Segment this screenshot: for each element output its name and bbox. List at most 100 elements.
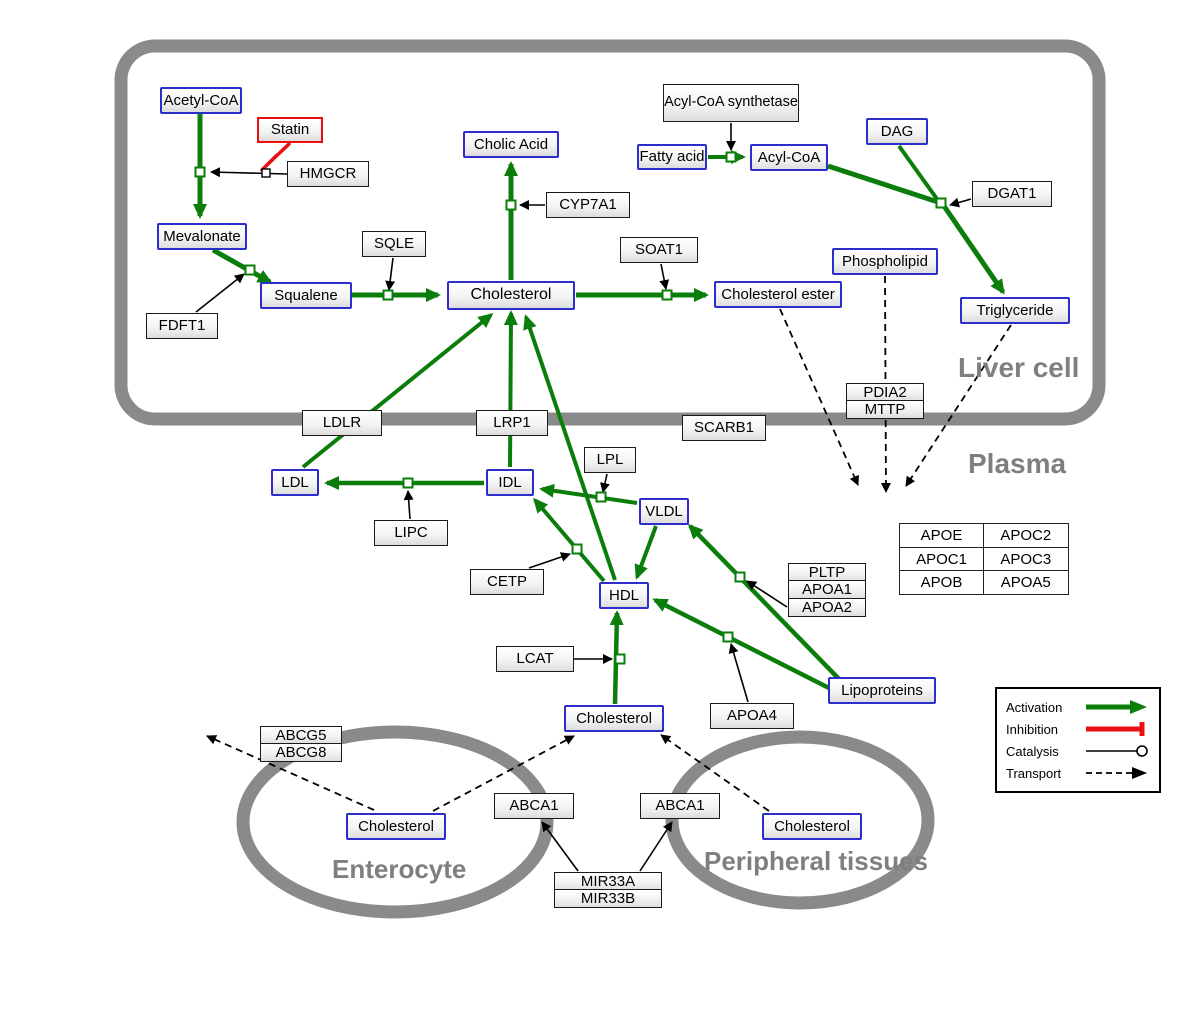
edge-hdl-idl <box>533 497 606 583</box>
node-fatty-acid[interactable]: Fatty acid <box>637 144 707 170</box>
node-mttp[interactable]: MTTP <box>846 400 924 420</box>
node-phospholipid[interactable]: Phospholipid <box>832 248 938 275</box>
node-mevalonate[interactable]: Mevalonate <box>157 223 247 250</box>
node-triglyceride[interactable]: Triglyceride <box>960 297 1070 324</box>
apolipoprotein-table: APOE APOC2 APOC1 APOC3 APOB APOA5 <box>899 523 1069 595</box>
transport-cholesterol-ester-plasma <box>779 308 859 486</box>
node-scarb1[interactable]: SCARB1 <box>682 415 766 441</box>
node-dag[interactable]: DAG <box>866 118 928 145</box>
node-abca1-right[interactable]: ABCA1 <box>640 793 720 819</box>
reaction-node-lcat <box>614 653 626 665</box>
catalysis-dgat1 <box>949 197 972 208</box>
node-apoa1[interactable]: APOA1 <box>788 580 866 600</box>
node-hdl[interactable]: HDL <box>599 582 649 609</box>
edge-idl-cholesterol-via-lrp1 <box>503 310 518 468</box>
legend-catalysis-label: Catalysis <box>1006 743 1059 759</box>
node-cholesterol-enterocyte[interactable]: Cholesterol <box>346 813 446 840</box>
catalysis-sqle <box>385 257 396 291</box>
node-apoe[interactable]: APOE <box>899 523 984 548</box>
catalysis-mir33-abca1-right <box>639 821 673 872</box>
node-mir33a[interactable]: MIR33A <box>554 872 662 891</box>
inhibition-statin-bar <box>260 154 278 172</box>
stack-abcg5-abcg8: ABCG5 ABCG8 <box>260 726 342 776</box>
node-pdia2[interactable]: PDIA2 <box>846 383 924 402</box>
node-apob[interactable]: APOB <box>899 570 984 595</box>
node-acyl-coa-synthetase[interactable]: Acyl-CoA synthetase <box>663 84 799 122</box>
catalysis-anchor-hmgcr <box>261 168 271 178</box>
peripheral-tissues-label: Peripheral tissues <box>704 846 928 876</box>
stack-pltp-apoa1-apoa2: PLTP APOA1 APOA2 <box>788 563 866 638</box>
reaction-node-apoa4 <box>722 631 734 643</box>
legend-inhibition-label: Inhibition <box>1006 721 1059 737</box>
node-acyl-coa[interactable]: Acyl-CoA <box>750 144 828 171</box>
reaction-node-cyp7a1 <box>505 199 517 211</box>
legend-row-catalysis: Catalysis <box>1006 740 1150 762</box>
node-ldlr[interactable]: LDLR <box>302 410 382 436</box>
node-mir33b[interactable]: MIR33B <box>554 889 662 909</box>
node-fdft1[interactable]: FDFT1 <box>146 313 218 339</box>
node-hmgcr[interactable]: HMGCR <box>287 161 369 187</box>
edge-lipoproteins-hdl <box>652 597 833 692</box>
node-apoa4[interactable]: APOA4 <box>710 703 794 729</box>
reaction-node-sqle <box>382 289 394 301</box>
node-soat1[interactable]: SOAT1 <box>620 237 698 263</box>
stack-pdia2-mttp: PDIA2 MTTP <box>846 383 924 433</box>
node-idl[interactable]: IDL <box>486 469 534 496</box>
node-vldl[interactable]: VLDL <box>639 498 689 525</box>
node-apoa2[interactable]: APOA2 <box>788 597 866 617</box>
node-dgat1[interactable]: DGAT1 <box>972 181 1052 207</box>
node-apoa5[interactable]: APOA5 <box>982 570 1069 595</box>
edge-lipoproteins-vldl <box>687 523 841 681</box>
node-cholesterol-peripheral[interactable]: Cholesterol <box>762 813 862 840</box>
node-cetp[interactable]: CETP <box>470 569 544 595</box>
node-cholic-acid[interactable]: Cholic Acid <box>463 131 559 158</box>
node-lrp1[interactable]: LRP1 <box>476 410 548 436</box>
node-cholesterol-liver[interactable]: Cholesterol <box>447 281 575 310</box>
node-statin[interactable]: Statin <box>257 117 323 143</box>
legend: Activation Inhibition Catalysis Transpor… <box>995 687 1161 793</box>
edge-vldl-idl <box>539 483 638 505</box>
catalysis-circle-icon <box>1086 745 1148 757</box>
node-apoc1[interactable]: APOC1 <box>899 546 984 572</box>
reaction-node-dgat1 <box>935 197 947 209</box>
reaction-node-lpl <box>595 491 607 503</box>
node-cholesterol-plasma[interactable]: Cholesterol <box>564 705 664 732</box>
legend-row-activation: Activation <box>1006 696 1150 718</box>
reaction-node-hmgcr <box>194 166 206 178</box>
reaction-node-acyl-coa-synthetase <box>725 151 737 163</box>
peripheral-tissues-membrane <box>665 730 935 910</box>
edge-hdl-cholesterol-via-scarb1 <box>523 314 617 581</box>
edge-acyl-coa-dgat-junction <box>827 163 939 205</box>
node-pltp[interactable]: PLTP <box>788 563 866 582</box>
reaction-node-pltp <box>734 571 746 583</box>
node-cyp7a1[interactable]: CYP7A1 <box>546 192 630 218</box>
node-lpl[interactable]: LPL <box>584 447 636 473</box>
inhibition-tbar-icon <box>1086 722 1145 736</box>
node-abcg8[interactable]: ABCG8 <box>260 743 342 763</box>
node-abca1-left[interactable]: ABCA1 <box>494 793 574 819</box>
edge-dag-dgat-junction <box>897 144 939 201</box>
reaction-node-lipc <box>402 477 414 489</box>
node-abcg5[interactable]: ABCG5 <box>260 726 342 745</box>
node-apoc3[interactable]: APOC3 <box>982 546 1069 572</box>
node-squalene[interactable]: Squalene <box>260 282 352 309</box>
catalysis-soat1 <box>659 263 670 290</box>
node-apoc2[interactable]: APOC2 <box>982 523 1069 548</box>
catalysis-mir33-abca1-left <box>541 821 579 872</box>
node-ldl[interactable]: LDL <box>271 469 319 496</box>
edge-ldl-cholesterol-via-ldlr <box>301 313 494 469</box>
catalysis-cetp <box>528 552 571 569</box>
node-acetyl-coa[interactable]: Acetyl-CoA <box>160 87 242 114</box>
stack-mir33: MIR33A MIR33B <box>554 872 662 922</box>
node-cholesterol-ester[interactable]: Cholesterol ester <box>714 281 842 308</box>
enterocyte-label: Enterocyte <box>332 854 467 884</box>
node-lipc[interactable]: LIPC <box>374 520 448 546</box>
node-lcat[interactable]: LCAT <box>496 646 574 672</box>
transport-enterocyte-cholesterol-out <box>206 735 375 811</box>
catalysis-hmgcr <box>210 167 288 178</box>
node-lipoproteins[interactable]: Lipoproteins <box>828 677 936 704</box>
transport-enterocyte-cholesterol-plasma <box>432 735 575 812</box>
transport-dashed-arrow-icon <box>1086 767 1147 779</box>
node-sqle[interactable]: SQLE <box>362 231 426 257</box>
